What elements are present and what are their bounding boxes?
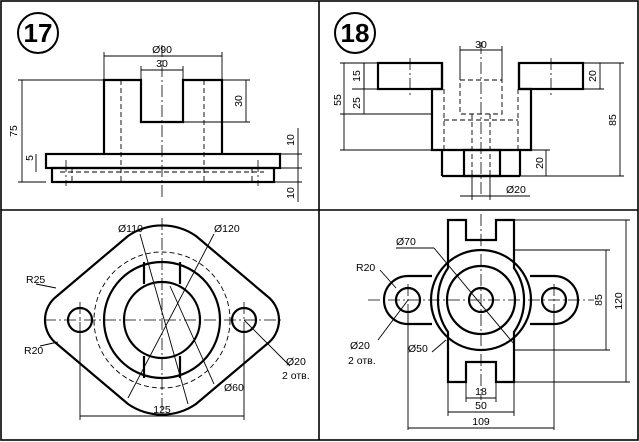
dim-18-h25: 25 — [351, 97, 363, 109]
dim-18-h85: 85 — [607, 114, 619, 126]
dim-17-d110: Ø110 — [118, 223, 143, 235]
dim-17-holes: 2 отв. — [282, 370, 310, 382]
dim-18-v85: 85 — [593, 294, 605, 306]
problem-18-badge: 18 — [334, 12, 376, 54]
dim-18-holes: 2 отв. — [348, 355, 376, 367]
dim-17-h30: 30 — [233, 95, 245, 107]
dim-18-h15: 15 — [351, 70, 363, 82]
dim-17-d90: Ø90 — [152, 44, 172, 56]
dim-18-h20top: 20 — [587, 70, 599, 82]
dim-17-h10b: 10 — [285, 187, 297, 199]
dim-18-w109: 109 — [472, 416, 490, 428]
dim-18-d50: Ø50 — [408, 343, 428, 355]
dim-18-h55: 55 — [332, 94, 344, 106]
problem-18-top-view: Ø70 R20 Ø20 2 отв. Ø50 85 120 18 50 — [348, 214, 630, 430]
dim-17-h10a: 10 — [285, 134, 297, 146]
dim-17-d60: Ø60 — [224, 382, 244, 394]
problem-17: 17 Ø90 30 — [8, 12, 310, 420]
dim-18-w30: 30 — [475, 39, 487, 51]
dim-18-d20front: Ø20 — [506, 184, 526, 196]
dim-17-d20: Ø20 — [286, 356, 306, 368]
problem-17-front-view: Ø90 30 30 75 5 10 — [8, 44, 302, 202]
problem-18-number: 18 — [341, 18, 370, 48]
dim-18-d20: Ø20 — [350, 340, 370, 352]
dim-17-d120: Ø120 — [214, 223, 240, 235]
dim-17-len125: 125 — [153, 404, 171, 416]
dim-18-w50: 50 — [475, 400, 487, 412]
problem-17-top-view: Ø110 Ø120 R25 R20 Ø20 2 отв. Ø60 125 — [24, 218, 310, 420]
dim-18-d70: Ø70 — [396, 236, 416, 248]
dim-17-h5: 5 — [24, 155, 36, 161]
dim-18-r20: R20 — [356, 262, 375, 274]
problem-18-front-view: 30 15 25 55 20 85 20 Ø20 — [332, 39, 624, 200]
dim-17-w30: 30 — [156, 58, 168, 70]
problem-17-number: 17 — [24, 18, 53, 48]
problem-17-badge: 17 — [17, 12, 59, 54]
dim-17-h75: 75 — [8, 125, 20, 137]
dim-18-v120: 120 — [613, 292, 625, 310]
dim-17-r25: R25 — [26, 274, 45, 286]
dim-17-r20: R20 — [24, 345, 43, 357]
problem-18: 18 — [332, 12, 630, 430]
dim-18-h20bot: 20 — [534, 157, 546, 169]
dim-18-w18: 18 — [475, 386, 487, 398]
